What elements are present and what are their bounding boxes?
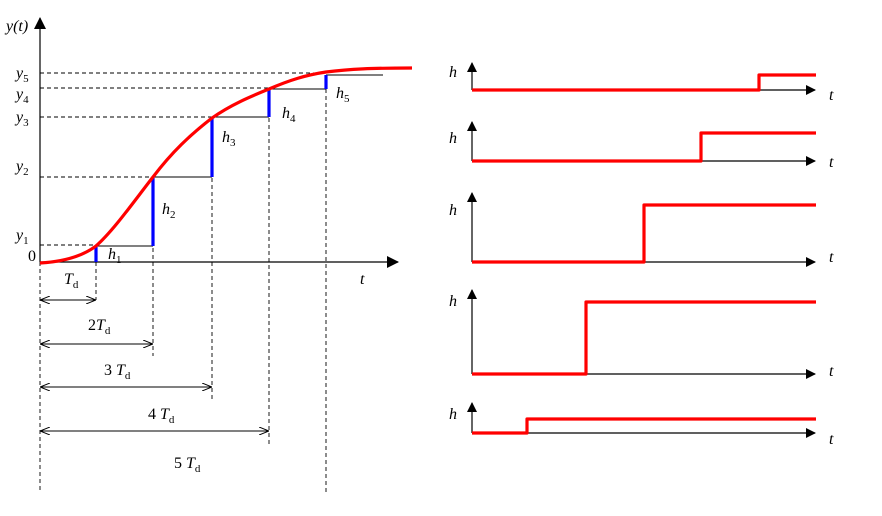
x-axis-label: t [360, 271, 365, 288]
panel-3-step-signal [472, 203, 816, 264]
panel-1-step-signal [472, 73, 816, 92]
step-panel-4: h t [449, 289, 834, 380]
y-level-label-5: y5 [14, 65, 29, 85]
step-label-h2: h2 [162, 201, 176, 221]
interval-label-1: Td [64, 271, 79, 291]
step-panel-1: h t [449, 62, 834, 104]
step-label-h3: h3 [222, 129, 236, 149]
panel-4-x-label: t [829, 363, 834, 380]
panel-2-y-label: h [449, 130, 457, 147]
panel-5-y-label: h [449, 406, 457, 423]
step-label-h5: h5 [336, 85, 350, 105]
panel-3-x-label: t [829, 249, 834, 266]
step-panel-3: h t [449, 192, 834, 267]
y-level-label-4: y4 [14, 86, 29, 106]
panel-5-x-label: t [829, 431, 834, 448]
interval-label-3: 3 Td [104, 362, 131, 382]
y-level-label-1: y1 [14, 227, 29, 247]
interval-label-4: 4 Td [148, 406, 175, 426]
y-level-label-3: y3 [14, 109, 29, 129]
origin-label: 0 [28, 248, 36, 265]
step-panel-2: h t [449, 121, 834, 171]
panel-4-step-signal [472, 300, 816, 376]
panel-1-y-label: h [449, 64, 457, 81]
interval-label-2: 2Td [88, 317, 111, 337]
step-panel-5: h t [449, 402, 834, 448]
panel-5-step-signal [472, 417, 816, 435]
panel-4-y-label: h [449, 293, 457, 310]
panel-2-step-signal [472, 131, 816, 163]
interval-label-5: 5 Td [174, 455, 201, 475]
step-label-h4: h4 [282, 105, 296, 125]
step-label-h1: h1 [108, 246, 122, 266]
panel-2-x-label: t [829, 154, 834, 171]
panel-3-y-label: h [449, 202, 457, 219]
y-axis-label: y(t) [4, 18, 28, 35]
response-diagram: y(t) t 0 y1 y2 y3 y4 y5 h1 h2 h3 h4 h5 T… [4, 17, 413, 492]
response-curve [39, 66, 413, 265]
step-panels: h t h t h t h t [449, 62, 834, 448]
y-level-label-2: y2 [14, 158, 29, 178]
panel-1-x-label: t [829, 87, 834, 104]
